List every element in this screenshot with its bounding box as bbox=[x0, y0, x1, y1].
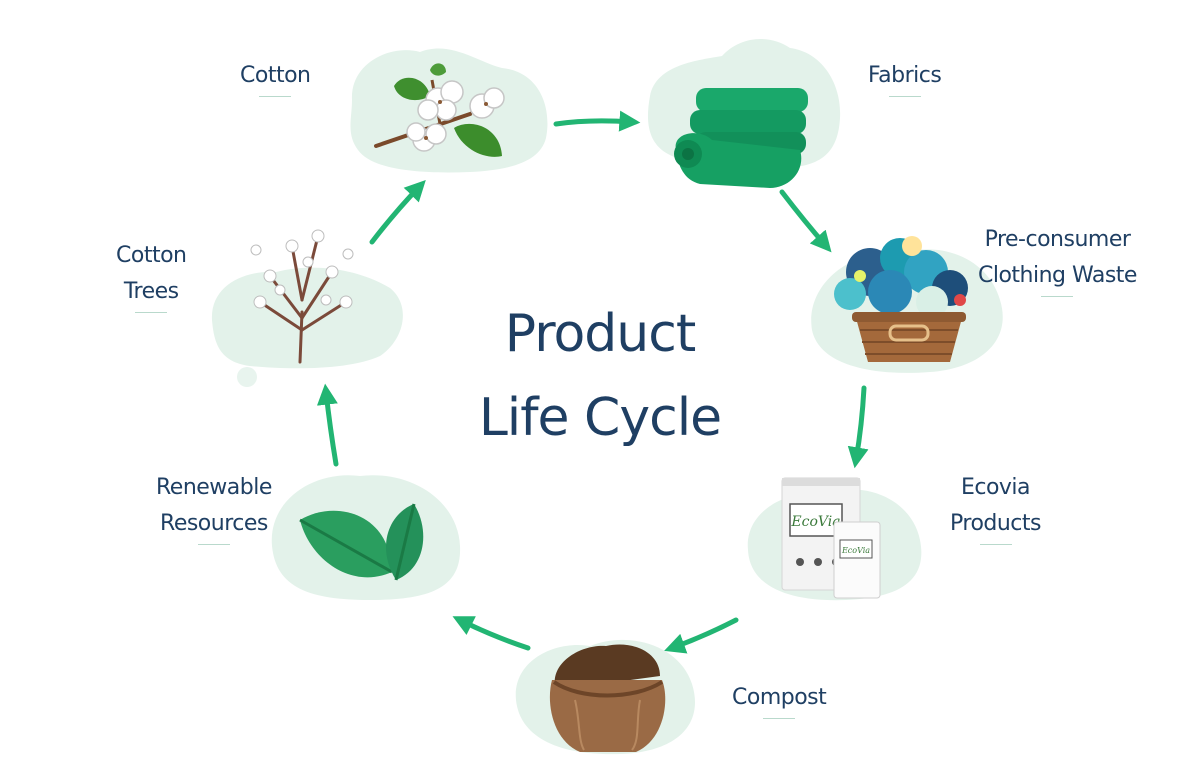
label-renewable-line2: Resources bbox=[160, 511, 268, 536]
label-ecovia-line1: Ecovia bbox=[960, 475, 1031, 500]
label-underline bbox=[888, 96, 921, 97]
label-cotton: Cotton bbox=[240, 58, 311, 97]
label-fabrics-text: Fabrics bbox=[868, 63, 942, 88]
label-cotton-text: Cotton bbox=[240, 63, 311, 88]
trees-blob bbox=[211, 267, 403, 369]
arrow-cotton-to-fabrics bbox=[553, 110, 641, 132]
label-underline bbox=[1041, 296, 1074, 297]
green-leaves-icon bbox=[299, 503, 424, 581]
label-ecovia-line2: Products bbox=[950, 511, 1042, 536]
arrow-fabrics-to-waste bbox=[779, 189, 832, 253]
ecovia-brand-large: EcoVia bbox=[790, 514, 840, 530]
ecovia-mailer-bags-icon: EcoVia EcoVia bbox=[781, 477, 881, 599]
arrow-waste-to-ecovia bbox=[847, 385, 869, 469]
diagram-title: Product Life Cycle bbox=[420, 292, 780, 460]
label-underline bbox=[979, 544, 1012, 545]
arrow-ecovia-to-compost bbox=[664, 617, 739, 654]
compost-sack-icon bbox=[549, 644, 666, 752]
ecovia-brand-small: EcoVia bbox=[841, 546, 870, 555]
arrow-trees-to-cotton bbox=[369, 179, 426, 245]
label-underline bbox=[197, 544, 230, 545]
folded-fabrics-icon bbox=[674, 88, 808, 188]
label-cotton-trees-line1: Cotton bbox=[116, 243, 187, 268]
arrow-renewable-to-trees bbox=[316, 383, 339, 467]
cotton-tree-icon bbox=[250, 229, 354, 364]
cotton-branch-icon bbox=[374, 63, 505, 157]
label-underline bbox=[259, 96, 292, 97]
title-line-2: Life Cycle bbox=[478, 388, 722, 448]
arrow-compost-to-renewable bbox=[452, 616, 531, 651]
cycle-arrows bbox=[316, 110, 869, 654]
label-ecovia: Ecovia Products bbox=[950, 470, 1042, 545]
label-compost-text: Compost bbox=[732, 685, 827, 710]
label-preconsumer: Pre-consumer Clothing Waste bbox=[978, 222, 1137, 297]
label-preconsumer-line1: Pre-consumer bbox=[984, 227, 1131, 252]
waste-basket-icon bbox=[834, 236, 968, 362]
label-underline bbox=[135, 312, 168, 313]
title-line-1: Product bbox=[504, 304, 696, 364]
label-cotton-trees: Cotton Trees bbox=[116, 238, 187, 313]
label-compost: Compost bbox=[732, 680, 827, 719]
label-renewable-line1: Renewable bbox=[156, 475, 272, 500]
label-renewable: Renewable Resources bbox=[156, 470, 272, 545]
label-fabrics: Fabrics bbox=[868, 58, 942, 97]
label-preconsumer-line2: Clothing Waste bbox=[978, 263, 1137, 288]
label-underline bbox=[763, 718, 796, 719]
label-cotton-trees-line2: Trees bbox=[123, 279, 179, 304]
